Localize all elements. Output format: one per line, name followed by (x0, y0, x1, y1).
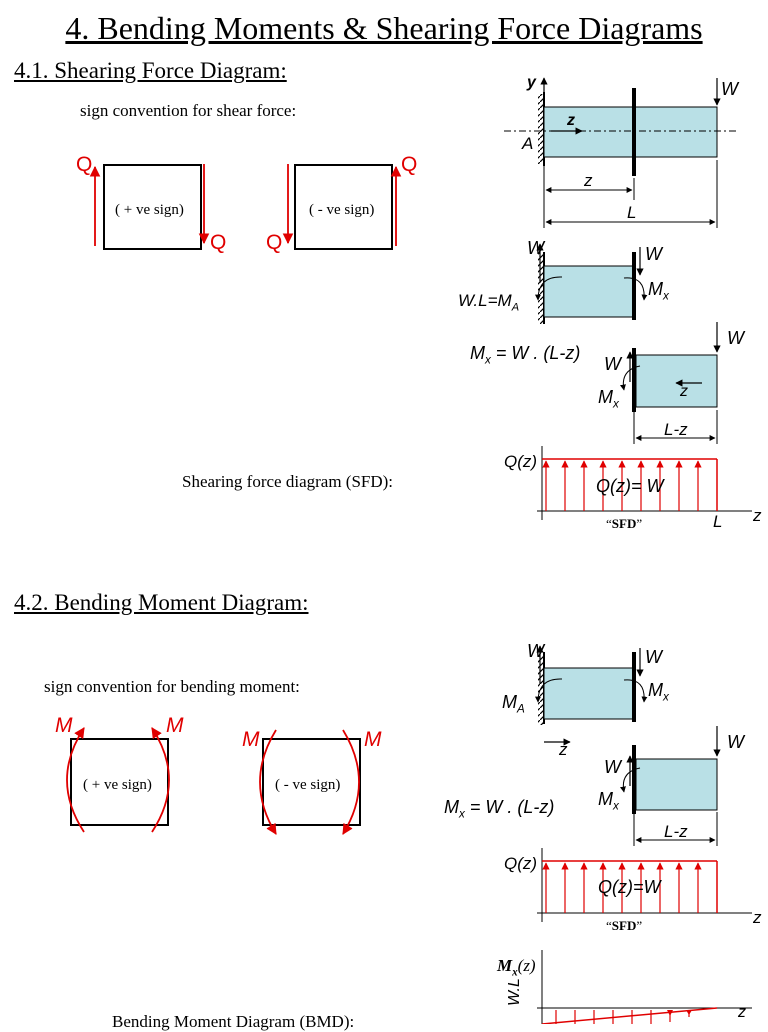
reaction-w-label: W (527, 238, 544, 258)
dim-l-minus-z-label-2: L-z (664, 822, 688, 841)
beam-1 (504, 77, 736, 228)
sfd-2-qz-value: Q(z)=W (598, 877, 661, 897)
section-heading-sfd: 4.1. Shearing Force Diagram: (14, 58, 287, 83)
moment-sign-text: sign convention for bending moment: (44, 677, 300, 696)
mx-equation-2: Mx = W . (L-z) (444, 797, 555, 821)
moment-positive-label: ( + ve sign) (83, 777, 152, 793)
mx-label-4: Mx (598, 789, 619, 813)
sfd-1-caption: “SFD” (606, 516, 643, 531)
bmd-mxz-axis-label: Mx(z) (497, 956, 536, 979)
bmd-wl-label: W.L (506, 978, 523, 1006)
z-axis-label: z (567, 112, 575, 129)
sfd-1-qz-value: Q(z)= W (596, 476, 664, 496)
beam-2 (535, 243, 648, 324)
sfd-1-l-label: L (713, 512, 723, 531)
sfd-1-qz-axis-label: Q(z) (504, 452, 538, 471)
reaction-w-label-2: W (527, 641, 544, 661)
mx-label-3: Mx (648, 680, 669, 704)
mx-label-2: Mx (598, 387, 619, 411)
support-a-label: A (522, 134, 534, 153)
moment-negative-label: ( - ve sign) (275, 777, 341, 793)
load-w-label-2: W (727, 328, 744, 348)
bmd (537, 950, 752, 1024)
shear-q-label-1: Q (76, 153, 93, 176)
shear-negative-box (294, 164, 393, 250)
shear-positive-label: ( + ve sign) (115, 202, 184, 218)
beam-4 (535, 645, 648, 746)
load-w-label-1: W (721, 79, 738, 99)
shear-q-label-3: Q (401, 153, 418, 176)
sfd-1 (537, 446, 752, 520)
moment-positive-box (70, 738, 169, 826)
sfd-2-arrows (542, 862, 702, 913)
dim-l-label: L (627, 203, 637, 222)
moment-negative-box (262, 738, 361, 826)
load-w-label-3: W (727, 732, 744, 752)
section-w-label-2: W (604, 354, 621, 374)
sfd-2-caption: “SFD” (606, 918, 643, 933)
dim-l-minus-z-label-1: L-z (664, 420, 688, 439)
ma-label: MA (502, 692, 525, 716)
sfd-2 (537, 848, 752, 922)
bmd-z-label: z (738, 1004, 746, 1021)
moment-m-label-1: M (55, 714, 73, 737)
moment-m-label-3: M (242, 728, 260, 751)
sfd-caption: Shearing force diagram (SFD): (182, 472, 394, 491)
page-title: 4. Bending Moments & Shearing Force Diag… (65, 10, 703, 46)
shear-positive-box (103, 164, 202, 250)
local-z-label: z (680, 383, 688, 400)
shear-sign-text: sign convention for shear force: (80, 101, 297, 120)
section-w-label-3: W (645, 647, 662, 667)
shear-sign-arrows (89, 164, 402, 246)
shear-q-label-4: Q (266, 231, 283, 254)
direction-z-label: z (559, 740, 568, 759)
moment-sign-arrows (66, 727, 360, 835)
sfd-2-z-label: z (753, 908, 762, 927)
shear-q-label-2: Q (210, 231, 227, 254)
section-heading-bmd: 4.2. Bending Moment Diagram: (14, 590, 309, 615)
mx-label-1: Mx (648, 279, 669, 303)
mx-equation-1: Mx = W . (L-z) (470, 343, 581, 367)
wl-ma-label: W.L=MA (458, 291, 520, 314)
section-w-label-1: W (645, 244, 662, 264)
moment-m-label-2: M (166, 714, 184, 737)
y-axis-label: y (527, 74, 536, 91)
sfd-2-qz-axis-label: Q(z) (504, 854, 538, 873)
moment-m-label-4: M (364, 728, 382, 751)
shear-negative-label: ( - ve sign) (309, 202, 375, 218)
sfd-1-z-label: z (753, 506, 762, 525)
beam-3 (620, 322, 721, 444)
sfd-1-arrows (542, 460, 702, 511)
section-w-label-4: W (604, 757, 621, 777)
beam-5 (620, 726, 721, 846)
dim-z-label: z (584, 171, 593, 190)
